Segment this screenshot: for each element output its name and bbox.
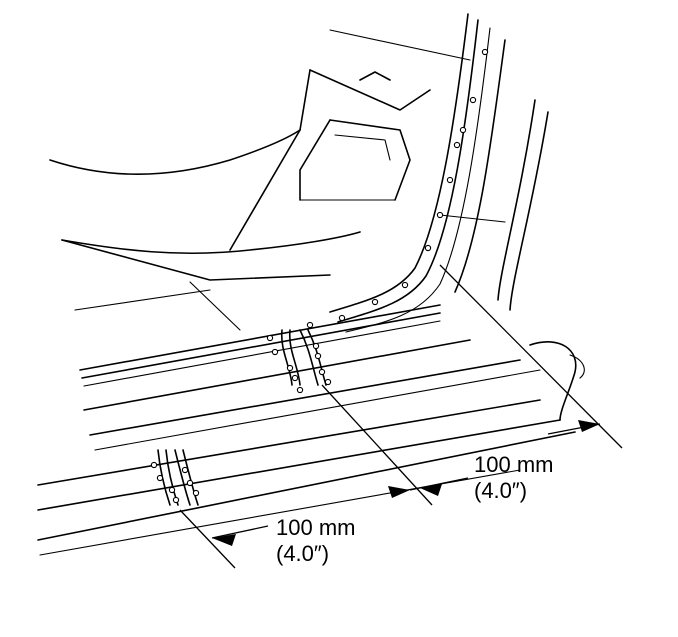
dimension-value-inch: (4.0″) (474, 478, 528, 503)
seat-panel (49, 69, 431, 331)
dimension-value-mm: 100 mm (276, 515, 356, 540)
lower-dimension (179, 509, 269, 569)
dimension-value-mm: 100 mm (474, 452, 554, 477)
door-frame (329, 13, 549, 333)
upper-dimension (321, 264, 623, 506)
rocker-strips (37, 304, 585, 556)
dimension-value-inch: (4.0″) (276, 541, 330, 566)
dimension-label-lower: 100 mm (4.0″) (276, 515, 355, 567)
dimension-label-upper: 100 mm (4.0″) (474, 452, 553, 504)
rivet-holes (150, 48, 489, 504)
